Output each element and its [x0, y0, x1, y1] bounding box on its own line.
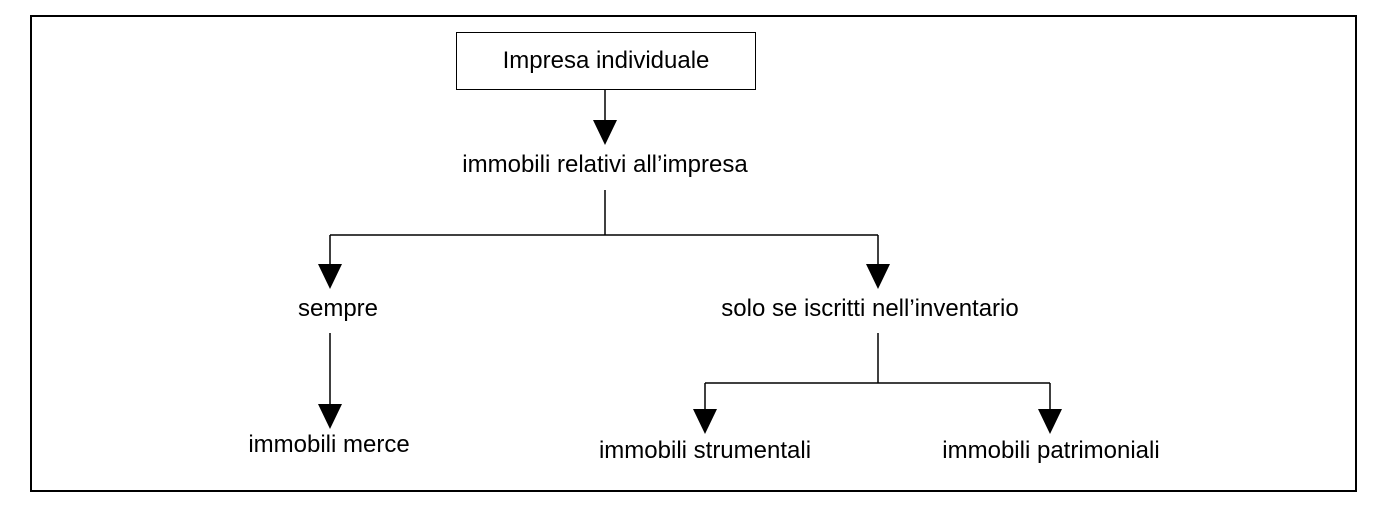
leaf-right-label: immobili patrimoniali [942, 437, 1160, 464]
leaf-mid-label: immobili strumentali [598, 437, 812, 464]
arrowhead-patrimoniali [1038, 409, 1062, 434]
arrowhead-level1 [593, 120, 617, 145]
arrowhead-strumentali [693, 409, 717, 434]
leaf-left-label: immobili merce [248, 431, 410, 458]
diagram-frame [30, 15, 1357, 492]
arrowhead-solo-se [866, 264, 890, 289]
arrowhead-sempre [318, 264, 342, 289]
branch-right-label: solo se iscritti nell’inventario [721, 295, 1019, 322]
root-node-label: Impresa individuale [502, 47, 710, 74]
level1-node-label: immobili relativi all’impresa [462, 151, 748, 178]
branch-left-label: sempre [297, 295, 379, 322]
arrowhead-merce [318, 404, 342, 429]
root-node-box [456, 32, 756, 90]
